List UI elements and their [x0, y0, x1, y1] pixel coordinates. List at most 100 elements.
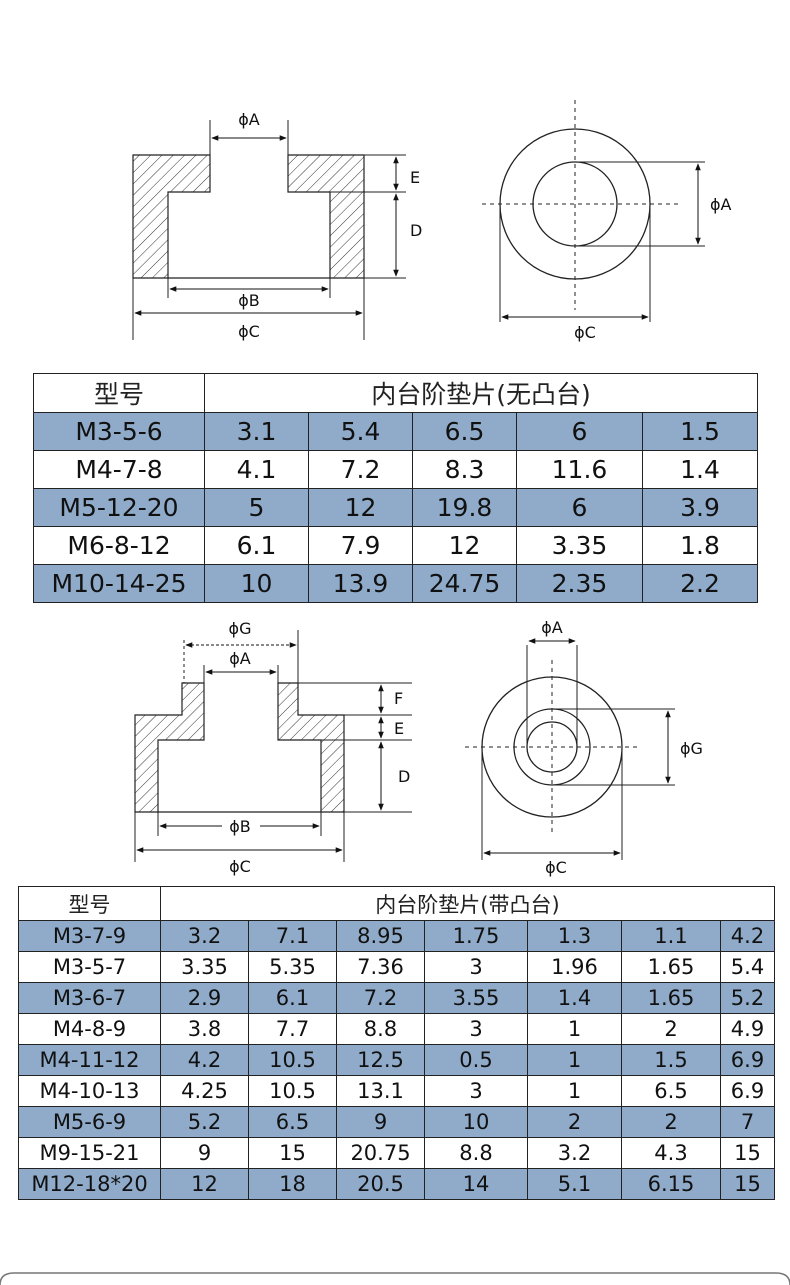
- value-cell: 13.9: [308, 564, 413, 603]
- value-cell: 3: [424, 951, 528, 983]
- label-D: D: [410, 221, 422, 240]
- value-cell: 1.1: [621, 920, 721, 952]
- value-cell: 4.2: [160, 1044, 249, 1076]
- value-cell: 6: [516, 488, 643, 527]
- model-cell: M4-11-12: [18, 1044, 161, 1076]
- model-cell: M10-14-25: [33, 564, 205, 603]
- value-cell: 8.8: [424, 1137, 528, 1169]
- value-cell: 15: [720, 1168, 775, 1200]
- value-cell: 7.2: [336, 982, 425, 1014]
- value-cell: 2: [621, 1013, 721, 1045]
- value-cell: 6.1: [204, 526, 309, 565]
- value-cell: 13.1: [336, 1075, 425, 1107]
- value-cell: 6.5: [248, 1106, 337, 1138]
- model-cell: M4-10-13: [18, 1075, 161, 1107]
- label-phiC-2: ϕC: [229, 857, 251, 876]
- value-cell: 1.75: [424, 920, 528, 952]
- label-phiA: ϕA: [238, 110, 260, 129]
- value-cell: 10: [424, 1106, 528, 1138]
- top-view: ϕA ϕC: [482, 100, 732, 342]
- value-cell: 10: [204, 564, 309, 603]
- circle-label-phiA-2: ϕA: [541, 618, 563, 637]
- value-cell: 1.3: [527, 920, 622, 952]
- value-cell: 6.15: [621, 1168, 721, 1200]
- value-cell: 1: [527, 1044, 622, 1076]
- value-cell: 3: [424, 1013, 528, 1045]
- label-phiC: ϕC: [238, 322, 260, 341]
- value-cell: 15: [720, 1137, 775, 1169]
- value-cell: 1.96: [527, 951, 622, 983]
- value-cell: 19.8: [412, 488, 517, 527]
- value-cell: 5: [204, 488, 309, 527]
- value-cell: 1.4: [527, 982, 622, 1014]
- value-cell: 1.65: [621, 982, 721, 1014]
- value-cell: 14: [424, 1168, 528, 1200]
- washer-diagram-with-boss: ϕG ϕA ϕB ϕC F E D ϕA ϕG ϕC: [134, 618, 703, 877]
- value-cell: 7.1: [248, 920, 337, 952]
- label-phiB-2: ϕB: [229, 817, 251, 836]
- value-cell: 3.2: [527, 1137, 622, 1169]
- value-cell: 7.36: [336, 951, 425, 983]
- value-cell: 4.25: [160, 1075, 249, 1107]
- value-cell: 12: [160, 1168, 249, 1200]
- value-cell: 3.9: [641, 488, 759, 527]
- value-cell: 6.9: [720, 1075, 775, 1107]
- value-cell: 12: [308, 488, 413, 527]
- model-cell: M3-5-7: [18, 951, 161, 983]
- value-cell: 10.5: [248, 1044, 337, 1076]
- value-cell: 6.9: [720, 1044, 775, 1076]
- value-cell: 1.4: [641, 450, 759, 489]
- value-cell: 20.75: [336, 1137, 425, 1169]
- label-E-2: E: [394, 719, 404, 738]
- model-cell: M12-18*20: [18, 1168, 161, 1200]
- header-title: 内台阶垫片(带凸台): [160, 886, 775, 921]
- value-cell: 1: [527, 1013, 622, 1045]
- value-cell: 4.1: [204, 450, 309, 489]
- value-cell: 3.35: [160, 951, 249, 983]
- header-model: 型号: [18, 886, 161, 921]
- label-phiB: ϕB: [238, 291, 260, 310]
- value-cell: 12.5: [336, 1044, 425, 1076]
- value-cell: 10.5: [248, 1075, 337, 1107]
- value-cell: 2: [621, 1106, 721, 1138]
- bottom-frame: [0, 1272, 790, 1285]
- header-title: 内台阶垫片(无凸台): [203, 373, 759, 413]
- value-cell: 24.75: [412, 564, 517, 603]
- value-cell: 5.4: [308, 412, 413, 451]
- value-cell: 7: [720, 1106, 775, 1138]
- value-cell: 7.7: [248, 1013, 337, 1045]
- value-cell: 5.4: [720, 951, 775, 983]
- model-cell: M3-6-7: [18, 982, 161, 1014]
- circle-label-phiC-2: ϕC: [545, 858, 567, 877]
- section-view-boss: ϕG ϕA ϕB ϕC F E D: [134, 619, 412, 876]
- value-cell: 1.8: [641, 526, 759, 565]
- model-cell: M6-8-12: [33, 526, 205, 565]
- value-cell: 5.35: [248, 951, 337, 983]
- value-cell: 2.35: [516, 564, 643, 603]
- value-cell: 2: [527, 1106, 622, 1138]
- circle-label-phiA: ϕA: [710, 195, 732, 214]
- value-cell: 12: [412, 526, 517, 565]
- table2-header-row: 型号内台阶垫片(带凸台): [18, 886, 775, 921]
- value-cell: 8.8: [336, 1013, 425, 1045]
- value-cell: 6: [516, 412, 643, 451]
- value-cell: 5.1: [527, 1168, 622, 1200]
- value-cell: 0.5: [424, 1044, 528, 1076]
- model-cell: M3-7-9: [18, 920, 161, 952]
- circle-label-phiG: ϕG: [680, 739, 703, 758]
- value-cell: 3.8: [160, 1013, 249, 1045]
- value-cell: 3.55: [424, 982, 528, 1014]
